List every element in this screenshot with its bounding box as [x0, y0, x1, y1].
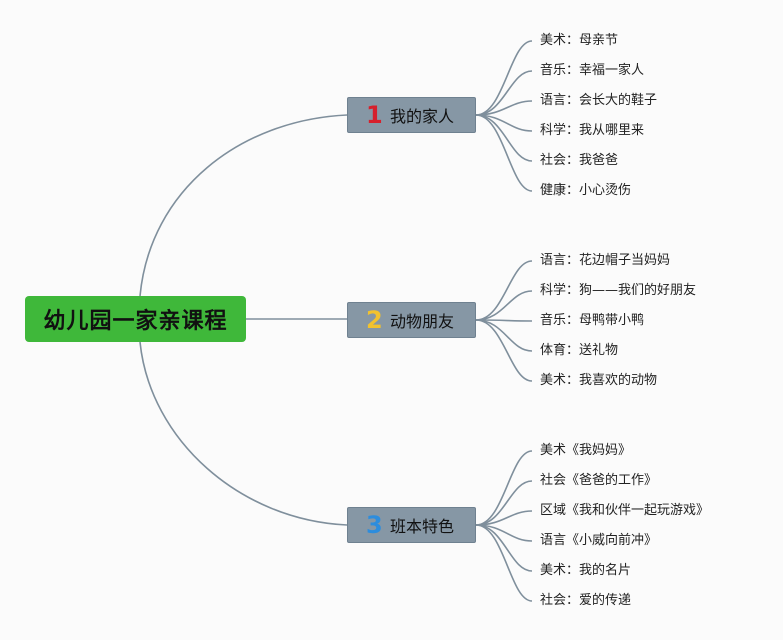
- leaf-topic[interactable]: 区域《我和伙伴一起玩游戏》: [540, 503, 710, 518]
- leaf-topic[interactable]: 科学：狗——我们的好朋友: [540, 283, 697, 298]
- leaf-topic[interactable]: 音乐：母鸭带小鸭: [540, 313, 645, 328]
- branch-2-to-leaf-line: [475, 290, 533, 321]
- root-to-branch-3-line: [139, 341, 348, 526]
- leaf-topic[interactable]: 体育：送礼物: [540, 343, 619, 358]
- leaf-topic[interactable]: 社会：爱的传递: [540, 593, 632, 608]
- branch-3-to-leaf-line: [475, 450, 533, 526]
- branch-topic-3-label: 班本特色: [390, 517, 455, 536]
- number-1-icon: 1: [366, 101, 383, 129]
- leaf-topic[interactable]: 健康：小心烫伤: [540, 183, 632, 198]
- branch-topic-1[interactable]: 1 我的家人: [347, 97, 476, 133]
- branch-3-to-leaf-line: [475, 480, 533, 526]
- leaf-topic[interactable]: 美术：我的名片: [540, 563, 632, 578]
- leaf-topic[interactable]: 语言《小威向前冲》: [540, 533, 658, 548]
- root-topic[interactable]: 幼儿园一家亲课程: [25, 296, 246, 342]
- leaf-topic[interactable]: 社会《爸爸的工作》: [540, 473, 658, 488]
- leaf-topic[interactable]: 语言：会长大的鞋子: [540, 93, 658, 108]
- branch-2-to-leaf-line: [475, 260, 533, 321]
- leaf-topic[interactable]: 社会：我爸爸: [540, 153, 619, 168]
- leaf-topic[interactable]: 语言：花边帽子当妈妈: [540, 253, 671, 268]
- leaf-topic[interactable]: 美术：我喜欢的动物: [540, 373, 658, 388]
- root-to-branch-1-line: [139, 114, 348, 297]
- branch-2-to-leaf-line: [475, 319, 533, 382]
- leaf-topic[interactable]: 美术《我妈妈》: [540, 443, 632, 458]
- number-2-icon: 2: [366, 306, 383, 334]
- branch-1-to-leaf-line: [475, 70, 533, 116]
- leaf-topic[interactable]: 科学：我从哪里来: [540, 123, 645, 138]
- branch-topic-2-label: 动物朋友: [390, 312, 455, 331]
- leaf-topic[interactable]: 音乐：幸福一家人: [540, 63, 645, 78]
- leaf-topic[interactable]: 美术：母亲节: [540, 33, 619, 48]
- branch-topic-2[interactable]: 2 动物朋友: [347, 302, 476, 338]
- branch-3-to-leaf-line: [475, 524, 533, 602]
- branch-1-to-leaf-line: [475, 40, 533, 116]
- branch-topic-3[interactable]: 3 班本特色: [347, 507, 476, 543]
- branch-topic-1-label: 我的家人: [390, 107, 455, 126]
- number-3-icon: 3: [366, 511, 383, 539]
- branch-1-to-leaf-line: [475, 114, 533, 192]
- root-topic-label: 幼儿园一家亲课程: [43, 309, 228, 334]
